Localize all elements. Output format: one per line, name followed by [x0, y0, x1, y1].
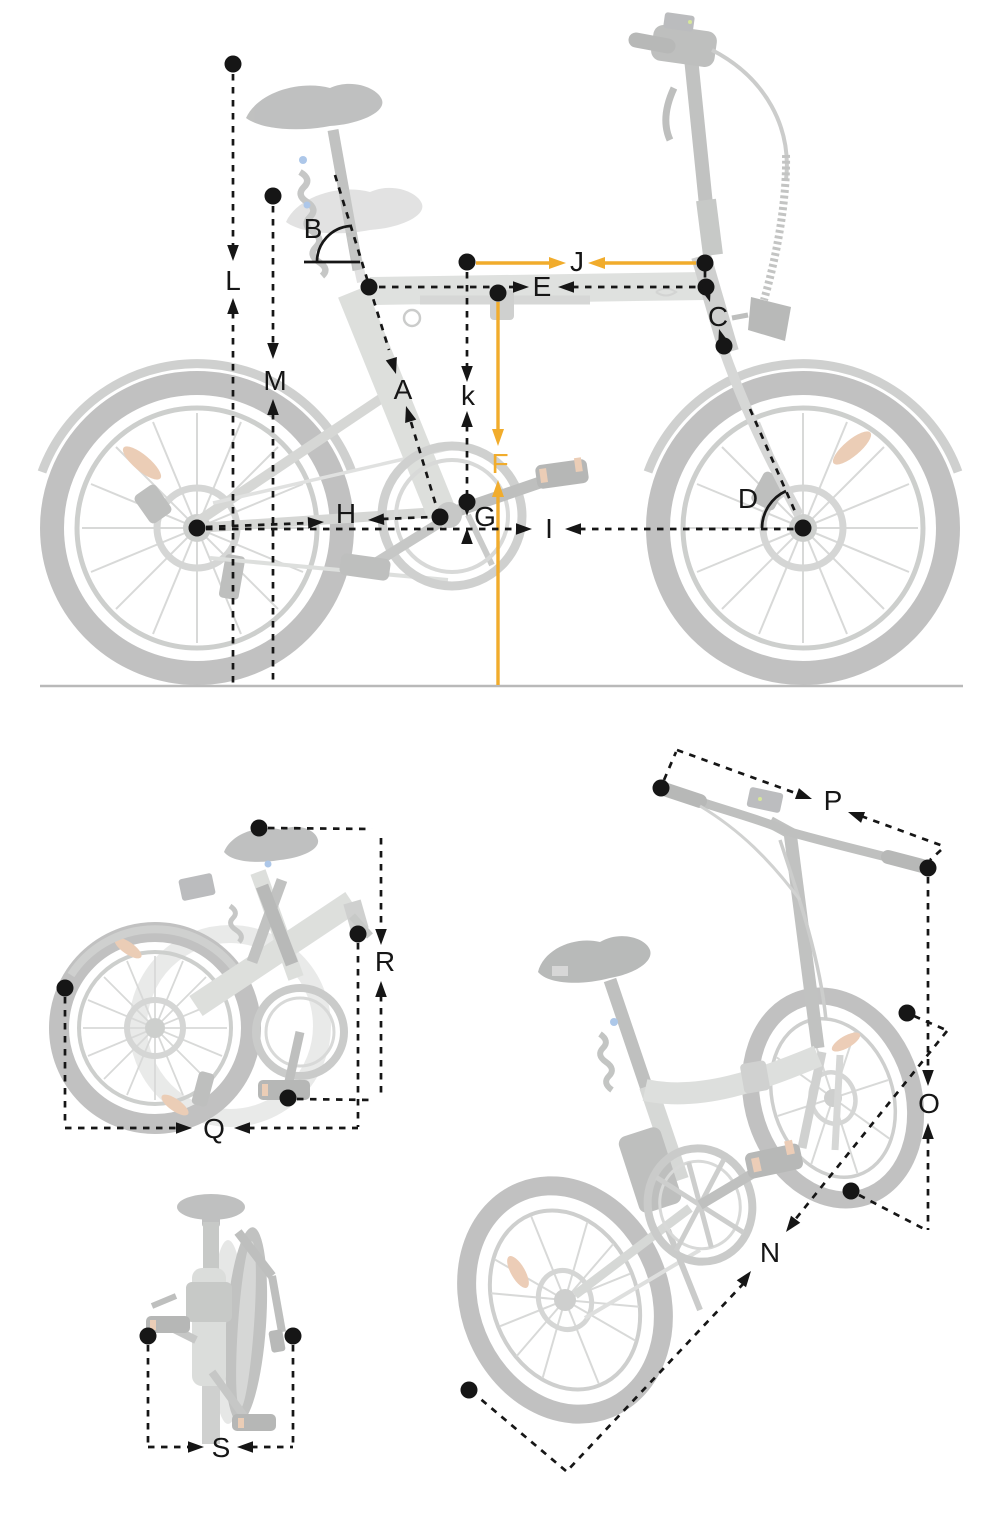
dim-O: [842, 877, 934, 1232]
dim-B-angle: [304, 224, 360, 264]
folded-front-dimensions: [139, 1327, 302, 1453]
folded-front-wheel: [224, 1227, 268, 1423]
dim-label-r: R: [374, 946, 396, 977]
dim-M: [264, 187, 282, 685]
dim-I: [188, 519, 812, 537]
dim-label-d: D: [737, 483, 759, 514]
dim-A: [333, 174, 449, 526]
dim-G: [458, 493, 476, 544]
dim-label-m: M: [263, 365, 287, 396]
dim-label-i: I: [545, 513, 553, 544]
dim-label-c: C: [707, 301, 729, 332]
dim-label-q: Q: [203, 1113, 225, 1144]
dim-D-angle: [748, 408, 799, 529]
dim-label-h: H: [335, 498, 357, 529]
dim-label-k: k: [461, 380, 475, 411]
side-view-dimensions: [40, 55, 963, 688]
dim-C: [699, 271, 733, 355]
dim-label-e: E: [532, 271, 552, 302]
dim-J: [458, 253, 714, 272]
side-view-bike: [37, 12, 963, 685]
dim-N: [460, 1004, 949, 1473]
dim-label-p: P: [823, 785, 843, 816]
front-wheel: [643, 359, 963, 685]
folded-frame: [178, 826, 373, 1016]
saddle-assembly: [246, 83, 423, 284]
dim-F: [489, 284, 507, 685]
dim-label-b: B: [303, 213, 323, 244]
dim-L: [224, 55, 242, 685]
dim-H: [205, 513, 433, 529]
dim-P: [652, 748, 944, 877]
stem-handlebar: [628, 12, 791, 341]
dim-label-g: G: [474, 501, 496, 532]
dim-label-f: F: [491, 448, 509, 479]
dim-label-n: N: [759, 1237, 781, 1268]
perspective-frame: [538, 781, 933, 1320]
dim-label-l: L: [225, 265, 241, 296]
dim-label-j: J: [570, 246, 584, 277]
folded-side-bike: [49, 826, 373, 1134]
dim-label-o: O: [918, 1088, 940, 1119]
folded-wheel: [49, 922, 261, 1134]
dim-label-s: S: [211, 1432, 231, 1463]
folded-crank: [252, 984, 348, 1100]
dim-k: [461, 272, 473, 494]
dim-label-a: A: [393, 374, 413, 405]
perspective-dimensions: [460, 748, 949, 1473]
folded-side-dimensions: [56, 819, 387, 1134]
folded-front-bike: [146, 1194, 286, 1444]
perspective-rear-wheel: [457, 1176, 673, 1424]
perspective-bike: [457, 781, 933, 1424]
